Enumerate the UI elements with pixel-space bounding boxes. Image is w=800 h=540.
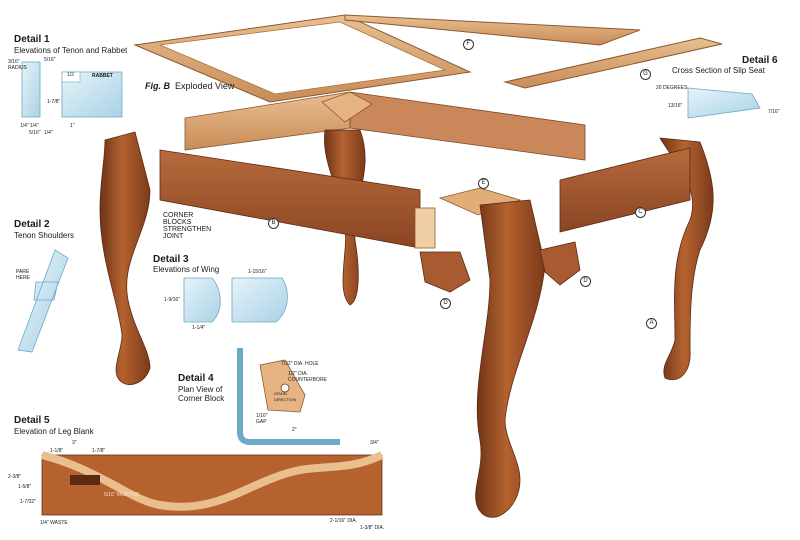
d6-w: 7/16" bbox=[768, 109, 780, 115]
d5-h: 2-3/8" bbox=[8, 474, 22, 480]
detail-5-drawing bbox=[40, 451, 384, 516]
d1-radius-b: RADIUS bbox=[8, 65, 27, 71]
front-leg bbox=[475, 199, 546, 518]
detail-1-subtitle: Elevations of Tenon and Rabbet bbox=[14, 46, 128, 55]
back-rails bbox=[184, 91, 586, 161]
part-label-a: A bbox=[646, 318, 657, 329]
detail-3-drawing bbox=[183, 277, 288, 323]
right-leg bbox=[659, 137, 714, 381]
d1-b1: 1/4" bbox=[20, 123, 29, 129]
d5-dia-2: 1-3/8" DIA. bbox=[360, 525, 385, 531]
figure-label: Fig. B bbox=[145, 81, 170, 91]
part-label-b: B bbox=[268, 218, 279, 229]
corner-block-back bbox=[321, 91, 373, 123]
d1-rabbet: RABBET bbox=[92, 73, 113, 79]
figure-caption: Exploded View bbox=[175, 81, 235, 91]
d5-e: 1-7/32" bbox=[20, 499, 36, 505]
detail-4-subtitle-1: Plan View of bbox=[178, 385, 223, 394]
annotation-corner: CORNER bbox=[163, 212, 194, 219]
d3-w: 1-1/4" bbox=[192, 325, 206, 331]
detail-4-drawing bbox=[237, 348, 340, 445]
d1-b2: 1/4" bbox=[30, 123, 39, 129]
detail-4-subtitle-2: Corner Block bbox=[178, 394, 225, 403]
detail-6-subtitle: Cross Section of Slip Seat bbox=[672, 66, 765, 75]
detail-3-subtitle: Elevations of Wing bbox=[153, 265, 220, 274]
detail-2-title: Detail 2 bbox=[14, 219, 50, 230]
part-f-frame bbox=[133, 14, 641, 103]
d1-len: 1-7/8" bbox=[47, 99, 61, 105]
part-d-wings bbox=[419, 241, 581, 293]
d6-h: 13/16" bbox=[668, 103, 683, 109]
d3-w2: 1-15/16" bbox=[248, 269, 267, 275]
detail-6-drawing bbox=[687, 87, 761, 119]
annotation-strengthen: STRENGTHEN bbox=[163, 226, 212, 233]
detail-5-title: Detail 5 bbox=[14, 415, 50, 426]
d1-b4: 1/4" bbox=[44, 130, 53, 136]
annotation-joint: JOINT bbox=[163, 233, 184, 240]
part-label-f: F bbox=[463, 39, 474, 50]
part-label-d2: D bbox=[440, 298, 451, 309]
d4-grain-1: GRAIN bbox=[274, 391, 287, 396]
d4-gap-2: GAP bbox=[256, 419, 267, 425]
part-b-rail bbox=[159, 149, 436, 249]
d5-three: 3" bbox=[72, 440, 77, 446]
d4-cb2: COUNTERBORE bbox=[288, 377, 327, 383]
part-c-rail bbox=[559, 147, 691, 233]
d1-radius-a: 3/16" bbox=[8, 59, 20, 65]
d5-dia-1: 2-1/16" DIA. bbox=[330, 518, 358, 524]
part-g-slip bbox=[503, 37, 723, 89]
d5-d: 3/4" bbox=[370, 440, 379, 446]
d1-b5: 1" bbox=[70, 123, 75, 129]
detail-3-title: Detail 3 bbox=[153, 254, 189, 265]
d5-waste: 1/4" WASTE bbox=[40, 520, 68, 526]
d4-two: 2" bbox=[292, 427, 297, 433]
detail-5-subtitle: Elevation of Leg Blank bbox=[14, 427, 94, 436]
d4-gap-1: 1/16" bbox=[256, 413, 268, 419]
detail-2-drawing bbox=[17, 249, 69, 353]
d1-top: 5/16" bbox=[44, 57, 56, 63]
detail-4-title: Detail 4 bbox=[178, 373, 214, 384]
d1-b3: 5/16" bbox=[29, 130, 41, 136]
d3-h: 1-9/16" bbox=[164, 297, 180, 303]
part-label-c: C bbox=[635, 207, 646, 218]
detail-2-subtitle: Tenon Shoulders bbox=[14, 231, 75, 240]
part-label-e: E bbox=[478, 178, 489, 189]
d1-half: 1/2 bbox=[67, 72, 74, 78]
d5-b: 1-7/8" bbox=[92, 448, 106, 454]
left-leg bbox=[99, 131, 151, 385]
detail-1-title: Detail 1 bbox=[14, 34, 50, 45]
corner-block-front bbox=[438, 187, 522, 216]
d2-here: HERE bbox=[16, 275, 30, 281]
part-label-g: G bbox=[640, 69, 651, 80]
d5-mortise: 5/16" MORTISE bbox=[104, 492, 140, 498]
d4-cb1: 1/2" DIA. bbox=[288, 371, 308, 377]
d2-pare: PARE bbox=[16, 269, 30, 275]
part-label-d1: D bbox=[580, 276, 591, 287]
d4-hole: 7/32" DIA. HOLE bbox=[281, 361, 319, 367]
detail-6-title: Detail 6 bbox=[742, 55, 778, 66]
d5-a: 1-1/8" bbox=[50, 448, 64, 454]
annotation-blocks: BLOCKS bbox=[163, 219, 192, 226]
detail-1-drawing bbox=[21, 61, 123, 118]
d6-deg: 20 DEGREES bbox=[656, 85, 688, 91]
d4-grain-2: DIRECTION bbox=[274, 397, 296, 402]
d5-c: 1-5/8" bbox=[18, 484, 32, 490]
